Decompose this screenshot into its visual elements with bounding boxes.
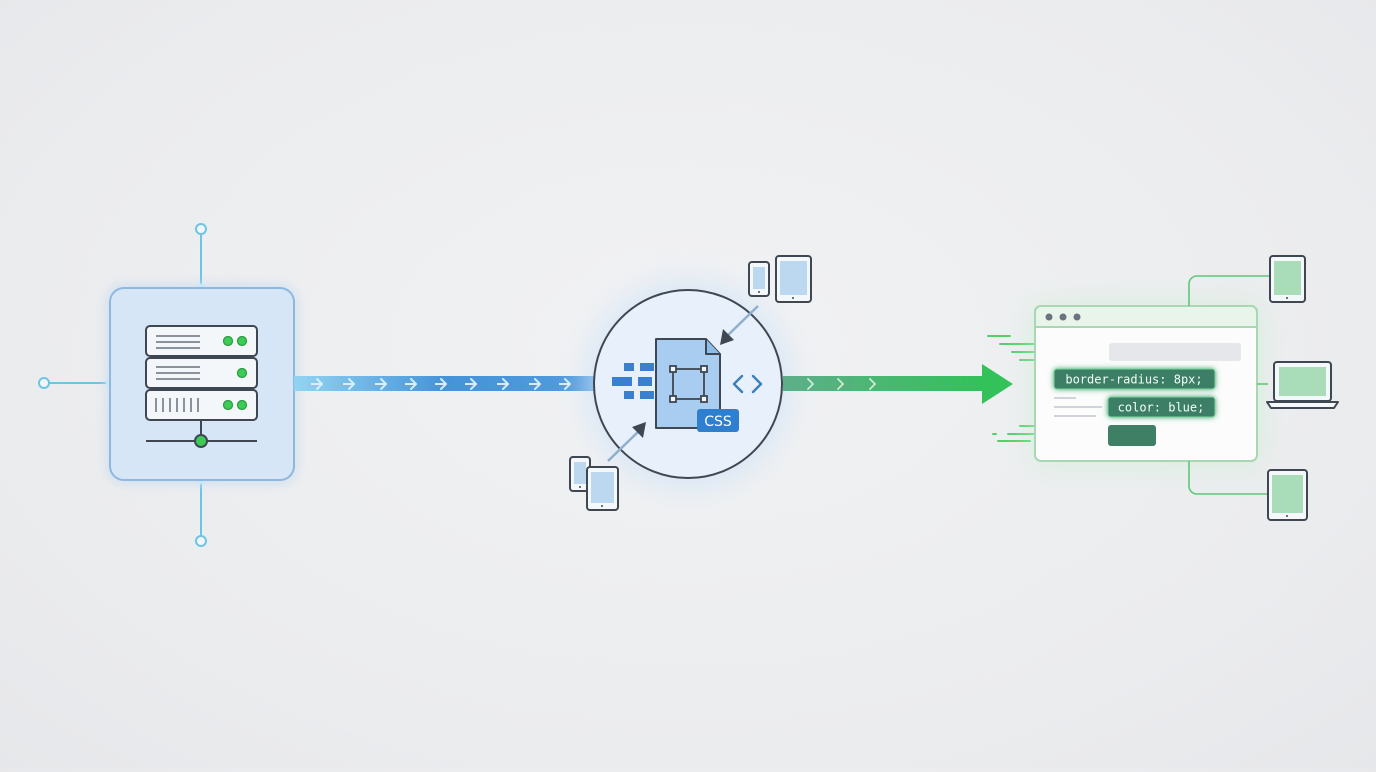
bounding-box-icon	[669, 365, 708, 403]
code-brackets-icon	[732, 374, 763, 394]
tablet-icon	[1267, 469, 1308, 521]
code-tag-label: color: blue;	[1118, 401, 1205, 415]
tablet-icon	[586, 466, 619, 511]
flow-chevron	[410, 378, 417, 390]
flow-chevron	[807, 378, 815, 390]
status-light-icon	[222, 335, 248, 411]
network-base-icon	[146, 420, 257, 448]
flow-chevron	[869, 378, 877, 390]
flow-chevron	[440, 378, 447, 390]
input-arrow-icon	[607, 305, 759, 462]
phone-icon	[748, 261, 770, 297]
css-badge-label: CSS	[704, 414, 732, 430]
button-placeholder	[1108, 425, 1156, 446]
tablet-icon	[775, 255, 812, 303]
flow-chevron	[502, 378, 509, 390]
code-tag-label: border-radius: 8px;	[1065, 373, 1202, 387]
flow-arrow-icon	[807, 378, 877, 390]
css-processor: CSS	[569, 255, 812, 511]
code-tag: color: blue;	[1107, 396, 1216, 418]
flow-chevron	[348, 378, 355, 390]
server-rack-icon	[145, 325, 258, 421]
flow-blue-stream	[294, 376, 596, 391]
browser-window-icon: border-radius: 8px; color: blue;	[1030, 302, 1262, 467]
device-connectors	[1188, 275, 1270, 495]
flow-chevron	[837, 378, 845, 390]
stylesheet-file-icon	[655, 338, 721, 429]
flow-chevron	[564, 378, 571, 390]
code-fragments-icon	[612, 363, 654, 399]
code-tag: border-radius: 8px;	[1053, 368, 1216, 390]
flow-chevron	[316, 378, 323, 390]
flow-chevron	[534, 378, 541, 390]
tablet-icon	[1269, 255, 1306, 303]
flow-green-stream	[783, 364, 1013, 404]
flow-arrow-icon	[311, 378, 571, 390]
flow-chevron	[470, 378, 477, 390]
laptop-icon	[1266, 361, 1339, 409]
server-node	[38, 223, 298, 547]
flow-chevron	[380, 378, 387, 390]
css-badge: CSS	[697, 409, 739, 432]
